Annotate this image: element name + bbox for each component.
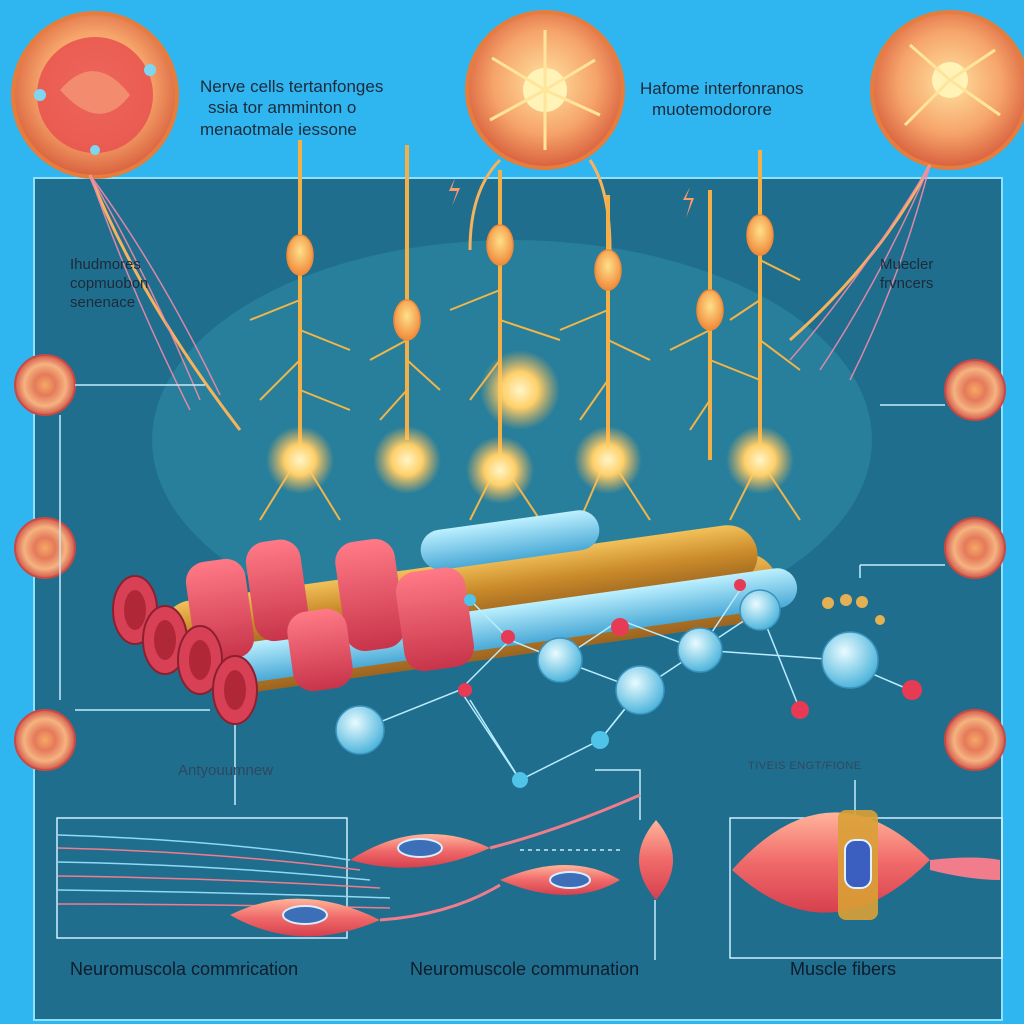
label-top-left-line2: ssia tor amminton o bbox=[208, 98, 357, 118]
label-top-right: Hafome interfonranos muotemodorore bbox=[640, 78, 803, 121]
synapse-network bbox=[335, 579, 922, 788]
muscle-bundle bbox=[112, 510, 885, 725]
caption-left: Neuromuscola commrication bbox=[70, 959, 299, 979]
muscle-fiber-closeup bbox=[732, 810, 1000, 920]
label-left-mid-line1: Ihudmores bbox=[70, 256, 141, 273]
top-left-cell bbox=[11, 11, 179, 179]
top-right-cell bbox=[870, 10, 1024, 170]
fiber-bundles bbox=[89, 164, 931, 411]
label-right-lower: TIVEIS ENGT/FIONE bbox=[748, 760, 862, 772]
label-top-right-line2: muotemodorore bbox=[652, 100, 773, 120]
label-left-mid-line2: copmuobon bbox=[70, 274, 149, 292]
label-top-left-line1: Nerve cells tertanfonges bbox=[200, 77, 384, 96]
label-right-mid-line2: frvncers bbox=[880, 274, 934, 292]
neuron-field bbox=[249, 140, 801, 521]
caption-middle: Neuromuscole communation bbox=[410, 959, 640, 979]
label-right-mid-line1: Muecler bbox=[880, 256, 934, 273]
spark-marks bbox=[449, 178, 694, 218]
top-center-cell bbox=[465, 10, 625, 170]
label-left-lower: Antyouumnew bbox=[178, 762, 274, 779]
label-top-left-line3: menaotmale iessone bbox=[200, 119, 357, 139]
label-top-right-line1: Hafome interfonranos bbox=[640, 79, 804, 98]
label-left-mid-line3: senenace bbox=[70, 293, 136, 311]
label-right-mid: Muecler frvncers bbox=[880, 256, 933, 294]
spindle-cells bbox=[230, 793, 673, 937]
label-left-mid: Ihudmores copmuobon senenace bbox=[70, 256, 148, 312]
leader-lines bbox=[59, 384, 945, 960]
caption-right: Muscle fibers bbox=[790, 959, 897, 979]
label-top-left: Nerve cells tertanfonges ssia tor ammint… bbox=[200, 76, 383, 140]
inner-panel-border bbox=[33, 177, 1003, 1021]
